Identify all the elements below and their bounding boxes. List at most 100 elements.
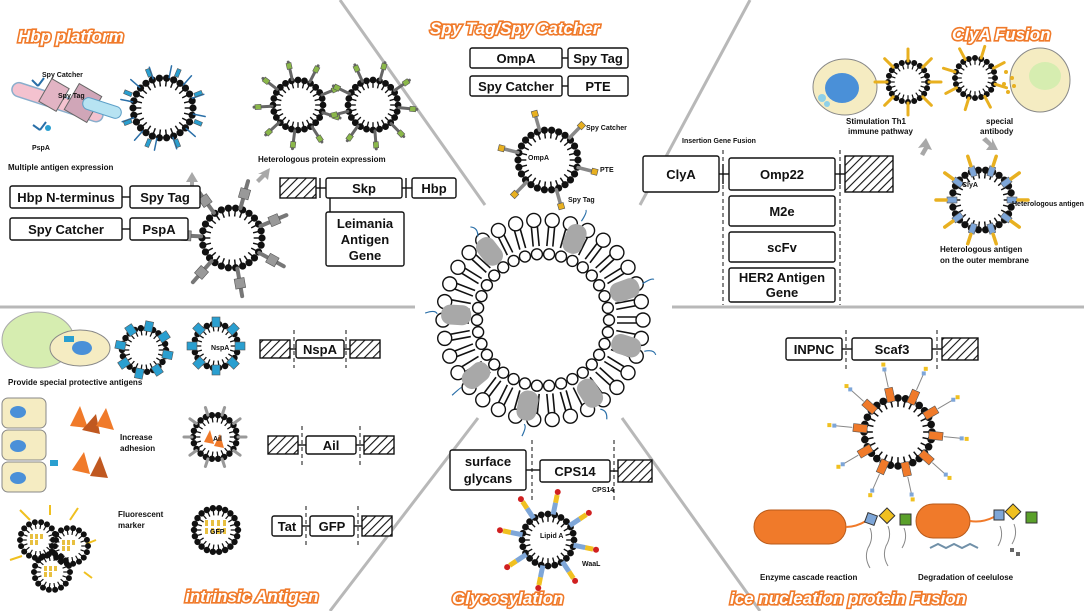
scfv-box: scFv	[767, 240, 797, 255]
ves-cps14-label: CPS14	[592, 487, 614, 494]
spy-tag-box: Spy Tag	[573, 51, 623, 66]
spy-catcher-box: Spy Catcher	[478, 79, 554, 94]
ves-nspa-label: NspA	[211, 345, 229, 352]
hbp-platform-title: Hbp platform	[18, 27, 124, 46]
multiple-antigen-caption: Multiple antigen expression	[8, 163, 113, 172]
hbp-spy-tag-box: Spy Tag	[140, 190, 190, 205]
gfp-construct: Tat GFP	[271, 506, 393, 546]
gfp-box: GFP	[319, 519, 346, 534]
hbp-pspa-box: PspA	[142, 222, 176, 237]
hbp-arrows	[186, 168, 270, 190]
clya-box: ClyA	[666, 167, 696, 182]
hbp-spy-tag-label: Spy Tag	[58, 93, 85, 100]
leimania-box-line1: Leimania	[337, 216, 394, 231]
hbp-vesicle-blue	[120, 65, 206, 151]
intrinsic-antigen-title: intrinsic Antigen	[185, 587, 319, 606]
surface-glycans-line2: glycans	[464, 471, 512, 486]
fluorescent-line1: Fluorescent	[118, 510, 164, 519]
hbp-platform-section: Spy Catcher Spy Tag PspA Multiple antige…	[8, 60, 457, 299]
nspa-construct: NspA	[259, 330, 381, 368]
skp-box: Skp	[352, 181, 376, 196]
hetero-protein-caption: Heterologous protein expressiom	[258, 155, 386, 164]
ompa-box: OmpA	[497, 51, 537, 66]
inp-section: INPNC Scaf3 Enzy	[753, 330, 1038, 582]
ves-lipid-a-label: Lipid A	[540, 533, 563, 540]
fluorescent-line2: marker	[118, 521, 145, 530]
cps14-box: CPS14	[554, 464, 596, 479]
ail-box: Ail	[323, 438, 340, 453]
intrinsic-vesicle-gfp	[190, 505, 242, 555]
ves-hetero-label: Heterologous antigen	[1012, 201, 1084, 208]
degradation-caption: Degradation of ceelulose	[918, 573, 1014, 582]
glyco-vesicle	[496, 488, 600, 592]
enzyme-bacterium-2	[915, 503, 1038, 556]
clya-vesicle-small-1	[873, 47, 943, 117]
hbp-skp-construct: Skp Hbp Leimania Antigen Gene	[279, 177, 457, 267]
ice-nucleation-title: ice nucleation protein Fusion	[730, 589, 966, 608]
intrinsic-vesicle-blue-1	[114, 320, 174, 380]
leimania-box-line3: Gene	[349, 248, 382, 263]
th1-cell-pair	[812, 58, 878, 116]
spy-section: OmpA Spy Tag Spy Catcher PTE Spy Catcher…	[469, 47, 629, 211]
protective-cells	[1, 311, 111, 369]
surface-glycans-line1: surface	[465, 454, 511, 469]
intrinsic-vesicle-ail	[182, 406, 248, 468]
spy-ves-spy-tag-label: Spy Tag	[568, 197, 595, 204]
enzyme-cascade-caption: Enzyme cascade reaction	[760, 573, 857, 582]
spy-vesicle	[497, 109, 599, 211]
adhesion-cells	[1, 397, 114, 493]
stim-th1-line2: immune pathway	[848, 127, 913, 136]
stim-th1-line1: Stimulation Th1	[846, 117, 907, 126]
hbp-construct-2: Spy Catcher PspA	[9, 217, 189, 241]
adhesion-line1: Increase	[120, 433, 153, 442]
spy-tag-title: Spy Tag/Spy Catcher	[430, 19, 601, 38]
special-antibody-line2: antibody	[980, 127, 1014, 136]
hbp-pspa-label: PspA	[32, 145, 50, 152]
ves-ail-label: Ail	[213, 436, 222, 443]
scaf3-box: Scaf3	[875, 342, 910, 357]
m2e-box: M2e	[769, 204, 794, 219]
hbp-antigen-schematic	[11, 77, 122, 131]
ail-construct: Ail	[267, 426, 395, 466]
spy-ves-pte-label: PTE	[600, 167, 614, 174]
omp22-box: Omp22	[760, 167, 804, 182]
ves-clya-label: ClyA	[962, 182, 978, 189]
pte-box: PTE	[585, 79, 611, 94]
clya-arrows	[918, 137, 998, 156]
hbp-spy-catcher-label: Spy Catcher	[42, 72, 83, 79]
clya-fusion-title: ClyA Fusion	[952, 25, 1051, 44]
inp-vesicle	[827, 362, 969, 502]
adhesion-line2: adhesion	[120, 444, 155, 453]
ves-gfp-label: GFP	[210, 529, 225, 536]
hbp-vesicle-green-1	[252, 60, 342, 151]
outer-membrane-line1: Heterologous antigen	[940, 245, 1022, 254]
fluorescent-vesicle-2	[49, 525, 92, 567]
hbp-spy-catcher-box: Spy Catcher	[28, 222, 104, 237]
clya-vesicle-small-2	[941, 44, 1009, 112]
inpnc-box: INPNC	[794, 342, 835, 357]
outer-membrane-line2: on the outer membrane	[940, 256, 1029, 265]
spy-ves-catcher-label: Spy Catcher	[586, 125, 627, 132]
special-antibody-line1: special	[986, 117, 1013, 126]
protective-caption: Provide special protective antigens	[8, 378, 143, 387]
tat-box: Tat	[278, 519, 297, 534]
enzyme-bacterium-1	[753, 507, 912, 569]
spy-ves-ompa-label: OmpA	[528, 155, 549, 162]
glyco-section: surface glycans CPS14 CPS14 Lipid A WaaL	[449, 440, 653, 592]
ves-waal-label: WaaL	[582, 561, 601, 568]
antibody-cell	[1002, 47, 1071, 113]
hbp-n-terminus-box: Hbp N-terminus	[17, 190, 115, 205]
clya-vesicle-large	[934, 154, 1030, 246]
hbp-vesicle-green-2	[328, 61, 419, 151]
intrinsic-section: NspA Provide special protective antigens…	[1, 311, 395, 593]
central-vesicle	[424, 209, 657, 437]
hbp-box: Hbp	[421, 181, 446, 196]
hbp-construct-1: Hbp N-terminus Spy Tag	[9, 185, 201, 209]
clya-construct: ClyA Omp22 M2e scFv HER2 Antigen Gene	[642, 150, 894, 305]
clya-section: Stimulation Th1 immune pathway special a…	[642, 44, 1084, 305]
nspa-box: NspA	[303, 342, 338, 357]
glycosylation-title: Glycosylation	[452, 589, 563, 608]
insertion-gene-fusion-label: Insertion Gene Fusion	[682, 138, 756, 145]
